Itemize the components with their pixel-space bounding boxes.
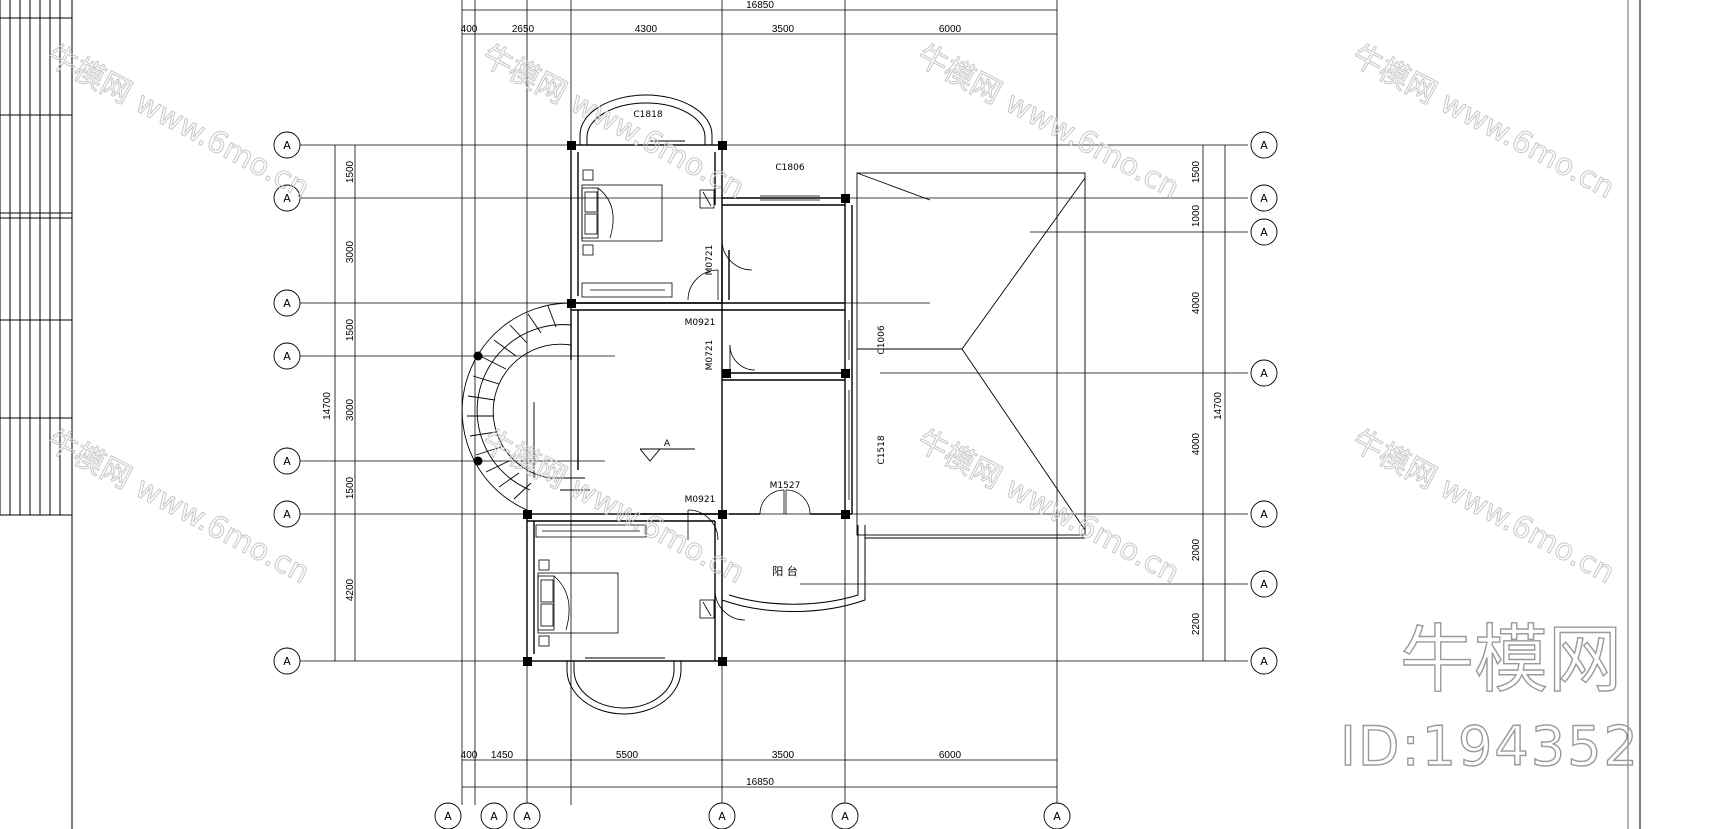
top-dimension-4: 3500 xyxy=(772,24,795,35)
watermark-url-5: www.6mo.cn xyxy=(130,470,316,591)
axis-label-b2: A xyxy=(490,810,498,823)
door-m1527-label: M1527 xyxy=(770,481,801,491)
right-dimension-5: 2000 xyxy=(1191,538,1202,561)
bottom-total-dimension: 16850 xyxy=(746,777,774,788)
right-dimension-lines xyxy=(1202,145,1226,661)
axis-bubbles-bottom xyxy=(434,802,1071,829)
bed-bottom-room xyxy=(537,559,619,647)
spiral-staircase xyxy=(461,302,590,511)
axis-bubbles-left xyxy=(273,131,301,675)
watermark-brand-4: 牛模网 xyxy=(1346,38,1442,111)
section-mark-label: A xyxy=(664,439,671,449)
window-marks xyxy=(760,195,850,500)
axis-label-r3: A xyxy=(1260,226,1268,239)
window-c1518-label: C1518 xyxy=(877,435,887,464)
watermark-url-3: www.6mo.cn xyxy=(1000,85,1186,206)
axis-label-r7: A xyxy=(1260,655,1268,668)
axis-label-r6: A xyxy=(1260,578,1268,591)
door-m0921-bottom-label: M0921 xyxy=(685,495,716,505)
bottom-dimension-2: 1450 xyxy=(491,750,514,761)
watermark-brand-7: 牛模网 xyxy=(911,423,1007,496)
axis-bubbles-right xyxy=(1250,131,1278,675)
watermark-id: ID:194352 xyxy=(1340,715,1640,778)
roof-outline xyxy=(856,172,1086,539)
door-m0721-mid-label: M0721 xyxy=(705,340,715,371)
axis-label-r1: A xyxy=(1260,139,1268,152)
walls xyxy=(526,144,853,662)
balcony xyxy=(721,525,866,613)
axis-label-l5: A xyxy=(283,455,291,468)
axis-label-r4: A xyxy=(1260,367,1268,380)
bay-windows xyxy=(566,94,713,715)
right-dimension-1: 1500 xyxy=(1191,160,1202,183)
window-c1806-label: C1806 xyxy=(775,163,804,173)
watermark-brand-large: 牛模网 xyxy=(1400,617,1622,703)
axis-label-b3: A xyxy=(523,810,531,823)
axis-label-r5: A xyxy=(1260,508,1268,521)
top-dimension-5: 6000 xyxy=(939,24,962,35)
watermark-url-4: www.6mo.cn xyxy=(1435,85,1621,206)
bottom-dimension-lines xyxy=(462,759,1057,788)
axis-label-b6: A xyxy=(1053,810,1061,823)
top-dimension-3: 4300 xyxy=(635,24,658,35)
watermark-brand-2: 牛模网 xyxy=(476,38,572,111)
balcony-label: 阳 台 xyxy=(772,564,798,578)
door-m0921-top-label: M0921 xyxy=(685,318,716,328)
top-dimension-lines xyxy=(462,9,1057,35)
top-dimension-2: 2650 xyxy=(512,24,535,35)
window-c1818-label: C1818 xyxy=(633,110,662,120)
left-dimension-4: 3000 xyxy=(345,398,356,421)
top-total-dimension: 16850 xyxy=(746,0,774,11)
top-dimension-1: 400 xyxy=(461,24,478,35)
right-dimension-4: 4000 xyxy=(1191,432,1202,455)
columns xyxy=(473,141,850,666)
left-dimension-lines xyxy=(334,145,356,661)
doors xyxy=(687,239,811,621)
right-dimension-2: 1000 xyxy=(1191,204,1202,227)
watermark-brand-1: 牛模网 xyxy=(41,38,137,111)
axis-label-b4: A xyxy=(718,810,726,823)
wardrobes xyxy=(535,282,673,538)
bed-top-room xyxy=(581,169,663,256)
axis-label-l3: A xyxy=(283,297,291,310)
left-title-table xyxy=(0,0,73,829)
watermark-brand-6: 牛模网 xyxy=(476,423,572,496)
axis-label-l6: A xyxy=(283,508,291,521)
axis-label-b1: A xyxy=(444,810,452,823)
section-mark xyxy=(639,448,695,462)
axis-label-l2: A xyxy=(283,192,291,205)
left-dimension-6: 4200 xyxy=(345,578,356,601)
door-m0721-top-label: M0721 xyxy=(705,245,715,276)
right-dimension-6: 2200 xyxy=(1191,612,1202,635)
left-dimension-5: 1500 xyxy=(345,476,356,499)
axis-label-b5: A xyxy=(841,810,849,823)
left-dimension-2: 3000 xyxy=(345,240,356,263)
watermark-brand-8: 牛模网 xyxy=(1346,423,1442,496)
bottom-dimension-4: 3500 xyxy=(772,750,795,761)
window-c1006-label: C1006 xyxy=(877,325,887,354)
bottom-dimension-5: 6000 xyxy=(939,750,962,761)
bottom-dimension-3: 5500 xyxy=(616,750,639,761)
watermark-brand-5: 牛模网 xyxy=(41,423,137,496)
watermark-url-7: www.6mo.cn xyxy=(1000,470,1186,591)
left-dimension-1: 1500 xyxy=(345,160,356,183)
sinks xyxy=(699,189,715,619)
axis-label-l4: A xyxy=(283,350,291,363)
right-dimension-3: 4000 xyxy=(1191,291,1202,314)
watermark-url-8: www.6mo.cn xyxy=(1435,470,1621,591)
axis-label-l1: A xyxy=(283,139,291,152)
left-total-dimension: 14700 xyxy=(322,392,333,420)
axis-label-r2: A xyxy=(1260,192,1268,205)
watermark-brand-3: 牛模网 xyxy=(911,38,1007,111)
axis-grid xyxy=(300,0,1248,805)
right-total-dimension: 14700 xyxy=(1213,392,1224,420)
axis-label-l7: A xyxy=(283,655,291,668)
bottom-dimension-1: 400 xyxy=(461,750,478,761)
left-dimension-3: 1500 xyxy=(345,318,356,341)
